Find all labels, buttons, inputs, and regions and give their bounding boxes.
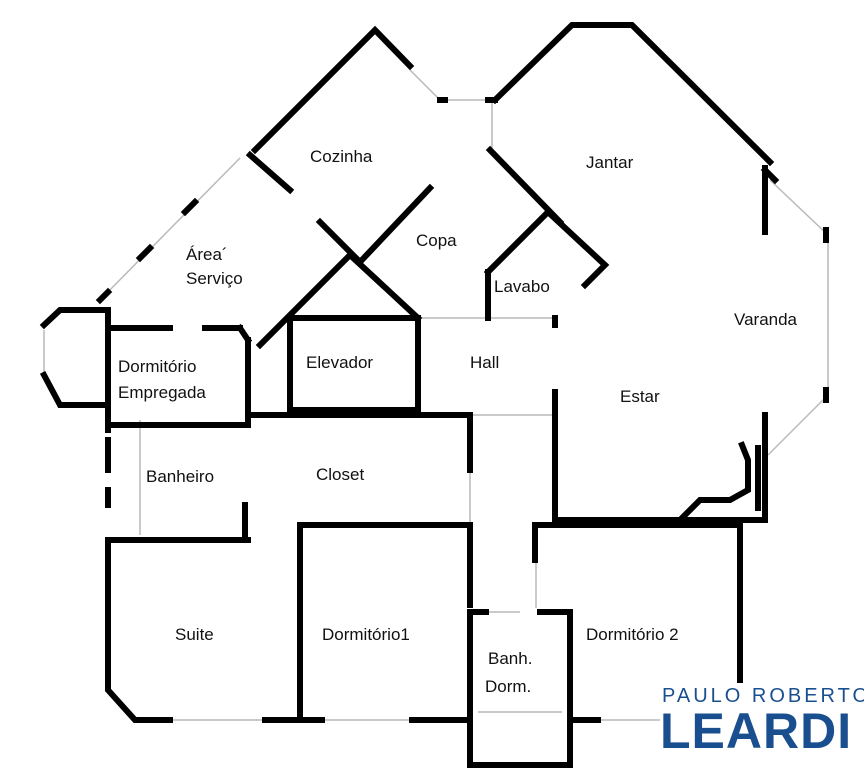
label-dormitorio1: Dormitório1 [322,625,410,644]
label-suite: Suite [175,625,214,644]
brand-line2: LEARDI [660,703,852,759]
brand-logo: PAULO ROBERTO LEARDI [660,685,864,759]
label-estar: Estar [620,387,660,406]
label-banh-line2: Dorm. [485,677,531,696]
label-copa: Copa [416,231,457,250]
label-dormitorio-empregada-line1: Dormitório [118,357,196,376]
label-banh-line1: Banh. [488,649,532,668]
label-lavabo: Lavabo [494,277,550,296]
label-banheiro: Banheiro [146,467,214,486]
label-elevador: Elevador [306,353,373,372]
brand-line1: PAULO ROBERTO [662,685,864,707]
label-area-line1: Área´ [186,245,228,264]
label-varanda: Varanda [734,310,798,329]
label-area-line2: Serviço [186,269,243,288]
label-dormitorio-empregada-line2: Empregada [118,383,206,402]
label-jantar: Jantar [586,153,634,172]
walls [39,22,829,768]
label-closet: Closet [316,465,364,484]
label-cozinha: Cozinha [310,147,373,166]
room-labels: Cozinha Jantar Área´ Serviço Copa Lavabo… [118,147,798,696]
label-dormitorio2: Dormitório 2 [586,625,679,644]
label-hall: Hall [470,353,499,372]
